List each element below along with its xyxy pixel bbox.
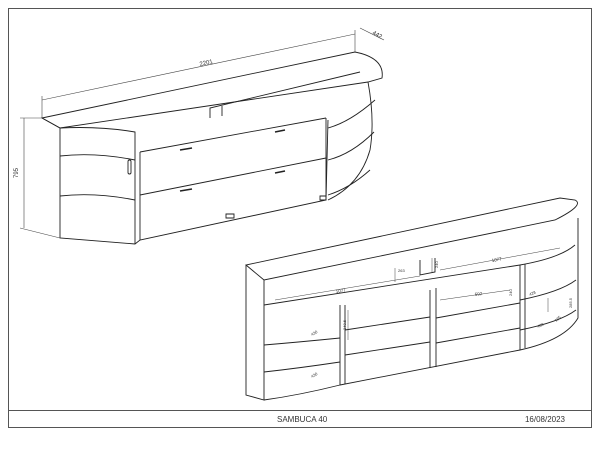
top-gap-2-label: 240 [434,261,439,268]
product-name: SAMBUCA 40 [277,415,328,424]
drawing-date: 16/08/2023 [524,415,565,424]
top-gap-label: 263 [398,268,405,273]
small-dim-3-label: 135 [553,314,562,323]
small-dim-1-label: 430 [310,329,319,337]
side-depth-right-lower-label: 430 [536,321,545,329]
shelf-width-left-label: 1077 [335,287,346,294]
sideboard-back-view [245,197,579,401]
left-shelf-height-label: 240.5 [342,319,347,330]
overall-width-label: 2201 [199,59,214,68]
mid-height-label: 240 [508,289,513,296]
niche-width-label: 592 [474,291,483,297]
overall-depth-label: 442 [371,30,383,40]
overall-height-label: 795 [14,167,20,178]
front-dimension-lines [19,27,385,239]
title-block: SAMBUCA 40 16/08/2023 [8,410,592,428]
side-height-right-label: 285.5 [568,297,573,308]
side-depth-right-upper-label: 428 [528,289,537,297]
shelf-width-right-label: 1077 [491,256,502,263]
back-dimension-lines [274,247,561,340]
small-dim-2-label: 430 [310,371,319,379]
sideboard-front-view [40,51,383,245]
